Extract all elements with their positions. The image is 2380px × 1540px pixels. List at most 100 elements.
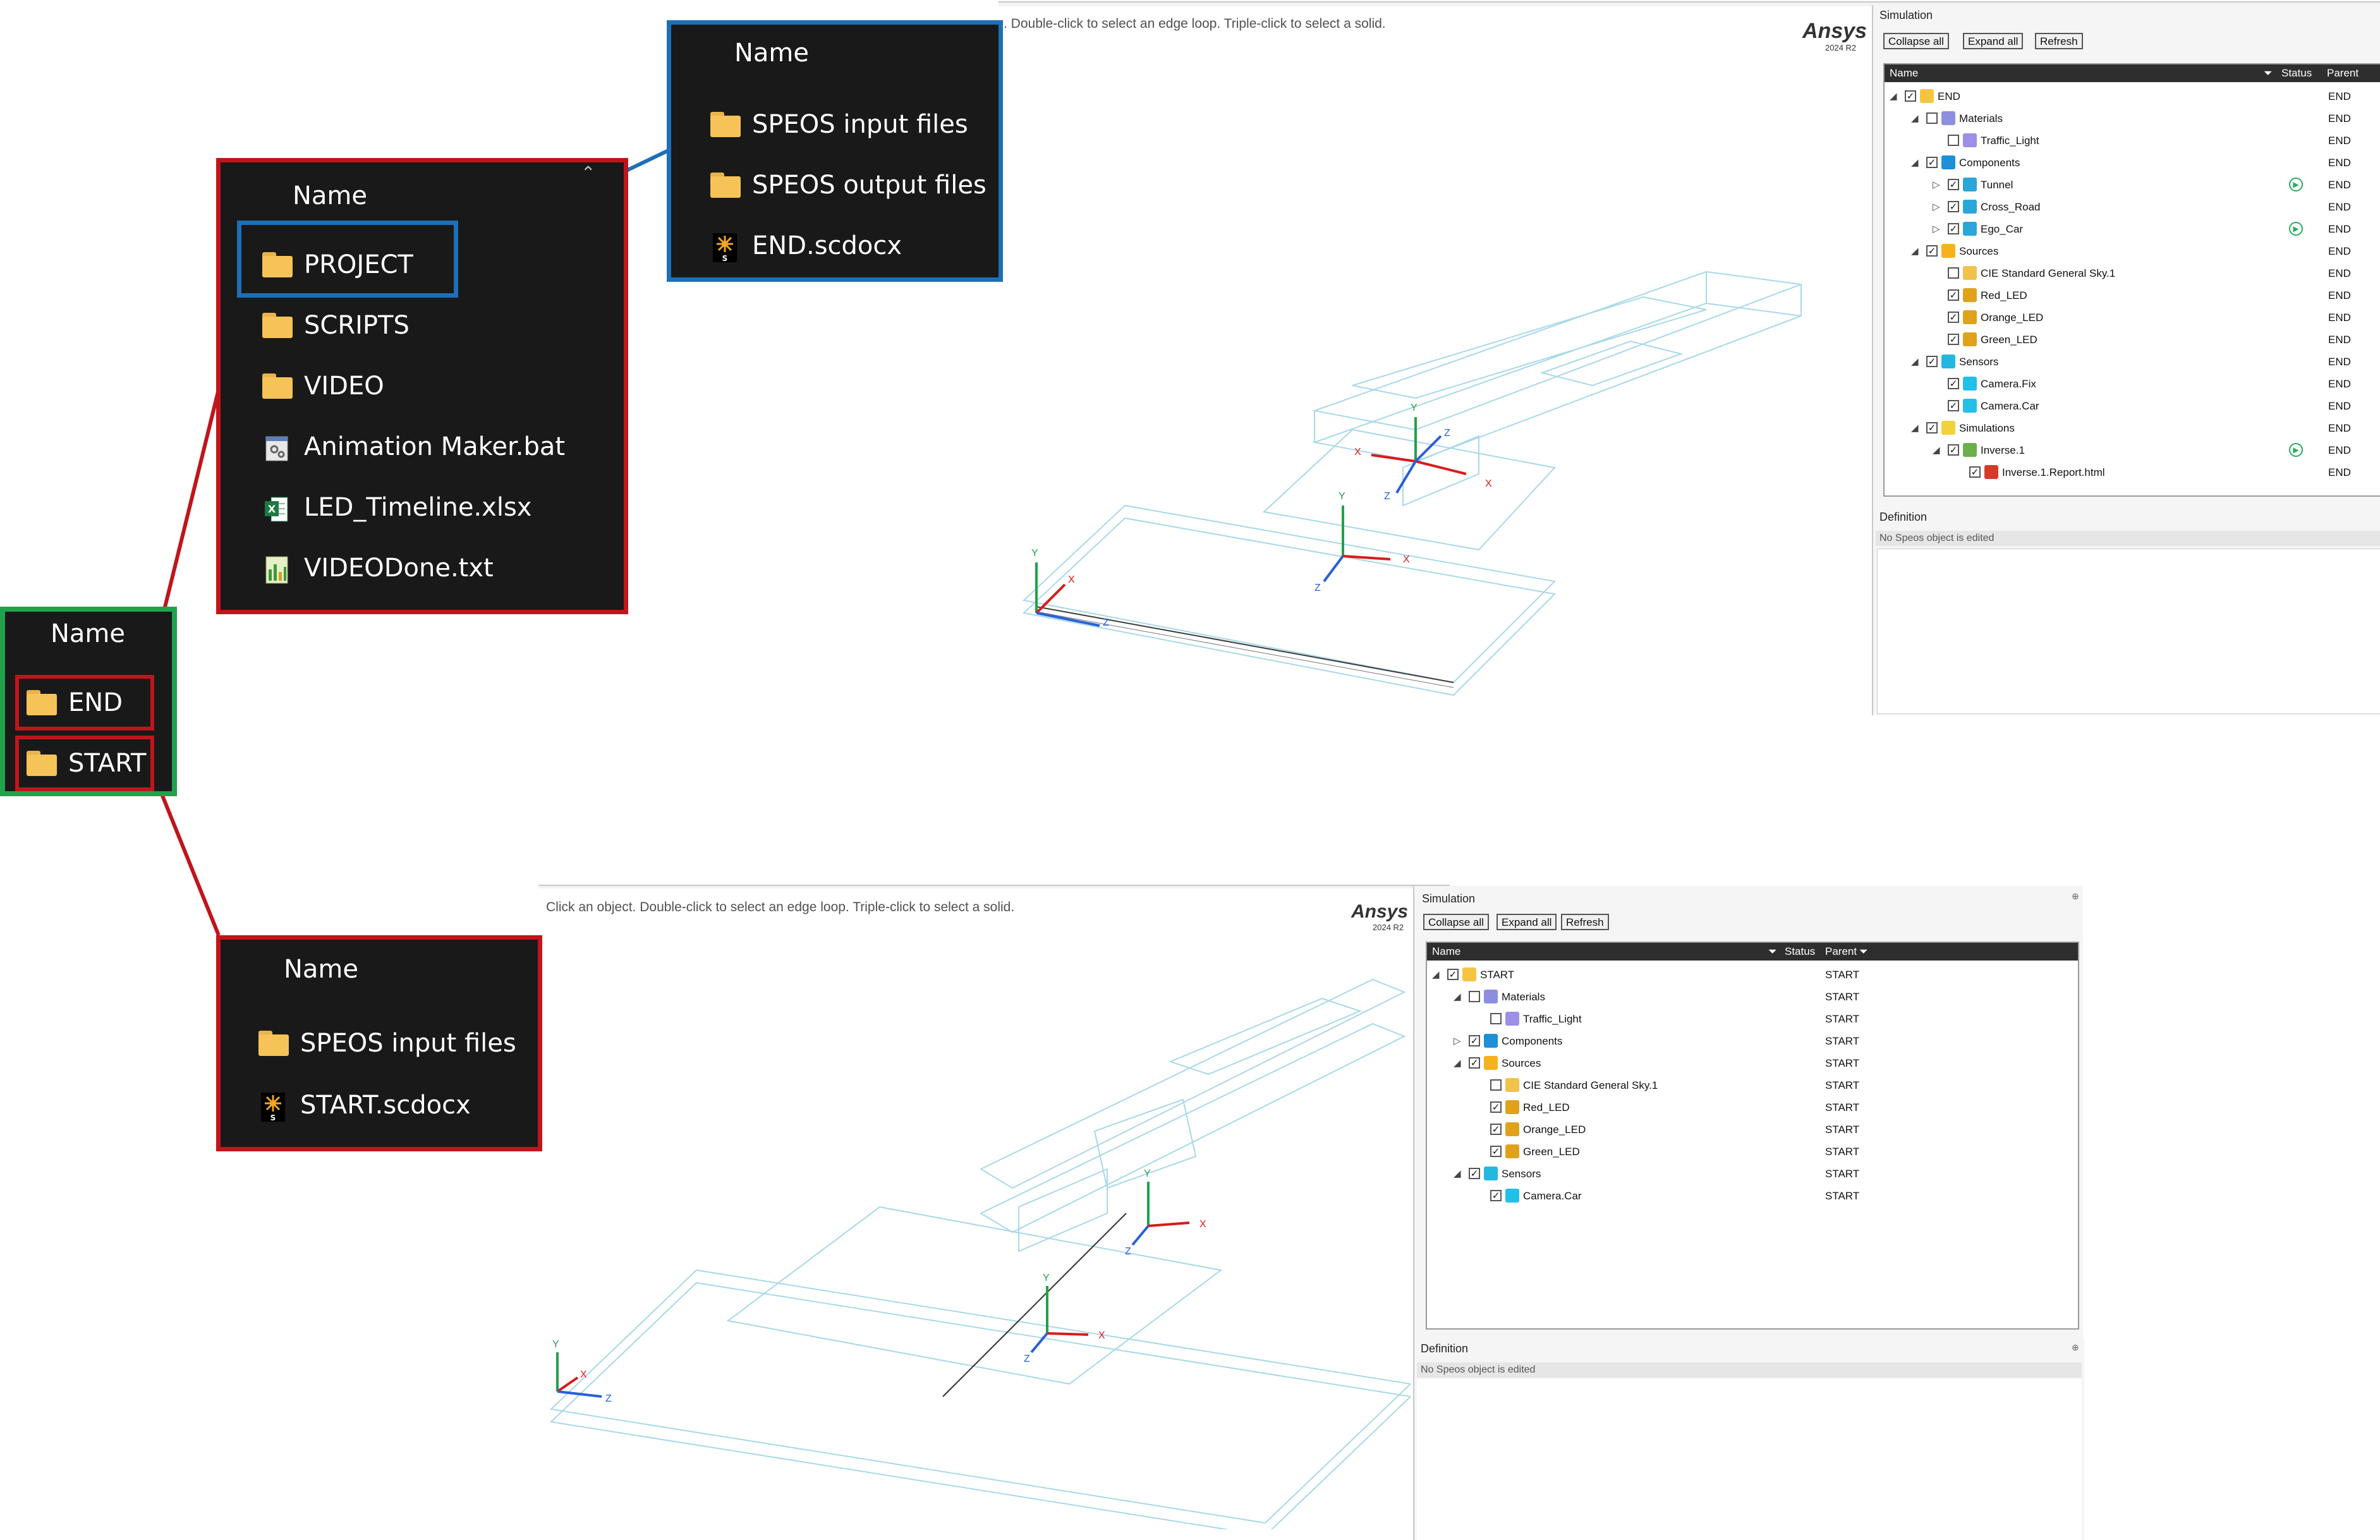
checkbox[interactable]: ✓ (1948, 312, 1959, 323)
checkbox[interactable]: ✓ (1469, 1057, 1480, 1069)
refresh-button[interactable]: Refresh (1561, 914, 1609, 930)
checkbox[interactable]: ✓ (1926, 245, 1938, 257)
checkbox[interactable]: ✓ (1926, 157, 1938, 168)
file-led-timeline[interactable]: X LED_Timeline.xlsx (262, 482, 531, 533)
folder-video[interactable]: VIDEO (262, 361, 384, 411)
checkbox[interactable] (1948, 267, 1959, 279)
checkbox[interactable] (1926, 112, 1938, 124)
tree-row[interactable]: ▷✓Tunnel▶END (1885, 174, 2380, 197)
collapse-arrow-icon[interactable]: ◢ (1911, 423, 1919, 434)
checkbox[interactable]: ✓ (1948, 289, 1959, 301)
collapse-all-button[interactable]: Collapse all (1423, 914, 1489, 930)
expand-arrow-icon[interactable]: ▷ (1454, 1036, 1461, 1046)
checkbox[interactable]: ✓ (1948, 378, 1959, 389)
checkbox[interactable]: ✓ (1447, 969, 1459, 980)
sort-chevron-icon[interactable]: ⌃ (581, 162, 596, 183)
folder-speos-output-files[interactable]: SPEOS output files (710, 160, 987, 210)
file-end-scdocx[interactable]: S END.scdocx (710, 221, 902, 271)
folder-scripts[interactable]: SCRIPTS (262, 300, 410, 351)
file-start-scdocx[interactable]: S START.scdocx (258, 1080, 471, 1131)
expand-arrow-icon[interactable]: ▷ (1933, 224, 1940, 234)
filter-icon[interactable]: ⏷ (1859, 945, 1868, 957)
run-status-icon[interactable]: ▶ (2289, 222, 2303, 236)
collapse-arrow-icon[interactable]: ◢ (1911, 157, 1919, 168)
run-status-icon[interactable]: ▶ (2289, 178, 2303, 191)
checkbox[interactable]: ✓ (1969, 466, 1981, 478)
checkbox[interactable] (1469, 991, 1480, 1002)
column-status[interactable]: Status (2281, 67, 2312, 79)
checkbox[interactable] (1490, 1079, 1502, 1091)
expand-arrow-icon[interactable]: ▷ (1933, 202, 1940, 212)
checkbox[interactable]: ✓ (1948, 444, 1959, 456)
pin-icon[interactable]: ⊕ (2072, 891, 2079, 901)
filter-icon[interactable]: ⏷ (1768, 945, 1777, 957)
folder-end[interactable]: END (27, 677, 123, 728)
checkbox[interactable]: ✓ (1948, 400, 1959, 411)
refresh-button[interactable]: Refresh (2035, 33, 2083, 49)
checkbox[interactable]: ✓ (1905, 90, 1916, 102)
run-status-icon[interactable]: ▶ (2289, 443, 2303, 457)
column-name[interactable]: Name (1890, 67, 1919, 79)
collapse-arrow-icon[interactable]: ◢ (1454, 1058, 1461, 1069)
tree-row[interactable]: ▷✓Ego_Car▶END (1885, 219, 2380, 241)
start-3d-viewport[interactable]: Y X Z Y X Z Y X Z (538, 942, 1411, 1529)
column-name[interactable]: Name (1432, 945, 1461, 957)
collapse-arrow-icon[interactable]: ◢ (1911, 246, 1919, 257)
checkbox[interactable]: ✓ (1948, 201, 1959, 212)
checkbox[interactable]: ✓ (1926, 356, 1938, 367)
checkbox[interactable]: ✓ (1490, 1124, 1502, 1135)
checkbox[interactable]: ✓ (1948, 334, 1959, 345)
collapse-arrow-icon[interactable]: ◢ (1432, 969, 1440, 980)
checkbox[interactable]: ✓ (1469, 1168, 1480, 1179)
filter-icon[interactable]: ⏷ (2264, 67, 2273, 79)
checkbox[interactable] (1490, 1013, 1502, 1024)
expand-arrow-icon[interactable]: ▷ (1933, 179, 1940, 190)
column-parent[interactable]: Parent (2327, 67, 2359, 79)
end-3d-viewport[interactable]: Y X Z Y X Z Y X X Z Z (999, 57, 1864, 708)
collapse-arrow-icon[interactable]: ◢ (1454, 991, 1461, 1002)
checkbox[interactable] (1948, 135, 1959, 146)
file-animation-maker[interactable]: Animation Maker.bat (262, 421, 565, 472)
collapse-arrow-icon[interactable]: ◢ (1911, 356, 1919, 367)
folder-speos-input-files[interactable]: SPEOS input files (710, 99, 968, 150)
checkbox[interactable]: ✓ (1926, 422, 1938, 434)
collapse-all-button[interactable]: Collapse all (1883, 33, 1949, 49)
tree-row[interactable]: ◢✓Inverse.1▶END (1885, 440, 2380, 462)
checkbox[interactable]: ✓ (1948, 223, 1959, 234)
collapse-arrow-icon[interactable]: ◢ (1933, 445, 1940, 456)
checkbox[interactable]: ✓ (1469, 1035, 1480, 1046)
folder-project[interactable]: PROJECT (262, 239, 413, 290)
collapse-arrow-icon[interactable]: ◢ (1454, 1168, 1461, 1179)
checkbox[interactable]: ✓ (1490, 1190, 1502, 1201)
checkbox[interactable]: ✓ (1490, 1146, 1502, 1157)
column-parent[interactable]: Parent (1825, 945, 1857, 957)
expand-all-button[interactable]: Expand all (1497, 914, 1557, 930)
file-videodone[interactable]: VIDEODone.txt (262, 543, 494, 593)
folder-speos-input-files[interactable]: SPEOS input files (258, 1018, 516, 1069)
collapse-arrow-icon[interactable]: ◢ (1911, 113, 1919, 124)
collapse-arrow-icon[interactable]: ◢ (1890, 91, 1897, 102)
column-status[interactable]: Status (1785, 945, 1816, 957)
checkbox[interactable]: ✓ (1490, 1101, 1502, 1113)
